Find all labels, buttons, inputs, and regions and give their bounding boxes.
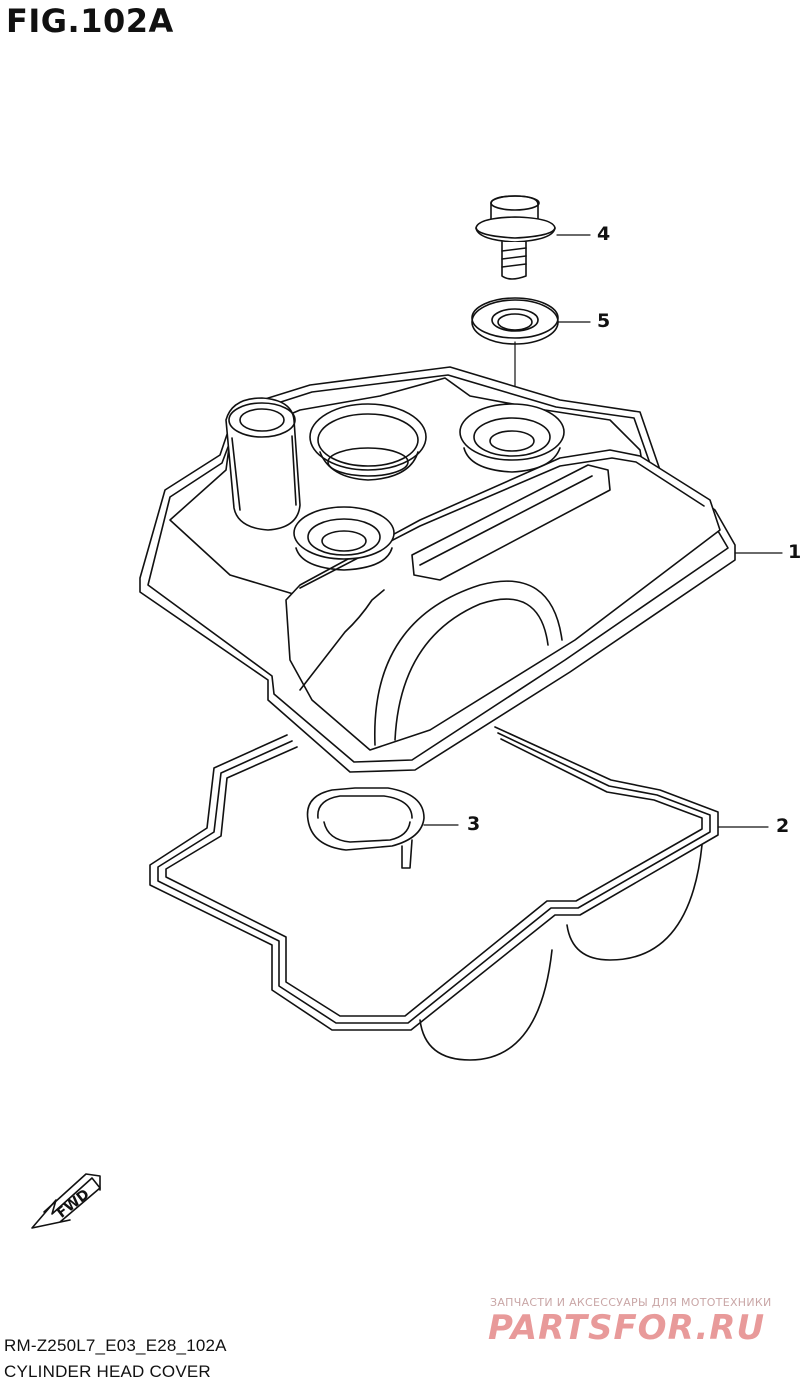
callout-4: 4 [597, 223, 611, 245]
diagram-code: RM-Z250L7_E03_E28_102A [4, 1336, 227, 1355]
gasket-part-2[interactable] [149, 726, 719, 1031]
bolt-part-4[interactable] [475, 195, 556, 280]
seal-part-3[interactable] [306, 787, 425, 869]
fwd-arrow-icon [31, 1173, 101, 1229]
callout-5: 5 [597, 310, 611, 332]
leader-lines [423, 234, 783, 828]
watermark-tagline: ЗАПЧАСТИ И АКСЕССУАРЫ ДЛЯ МОТОТЕХНИКИ [490, 1296, 772, 1309]
callout-2: 2 [776, 815, 790, 837]
watermark-logo: PARTSFOR.RU [488, 1308, 766, 1348]
washer-part-5[interactable] [471, 297, 559, 345]
cylinder-head-cover-part-1[interactable] [139, 366, 736, 773]
diagram-name: CYLINDER HEAD COVER [4, 1362, 211, 1381]
callout-3: 3 [467, 813, 481, 835]
callout-1: 1 [788, 541, 800, 563]
cam-journal-shapes [419, 844, 703, 1061]
figure-title: FIG.102A [6, 2, 174, 40]
